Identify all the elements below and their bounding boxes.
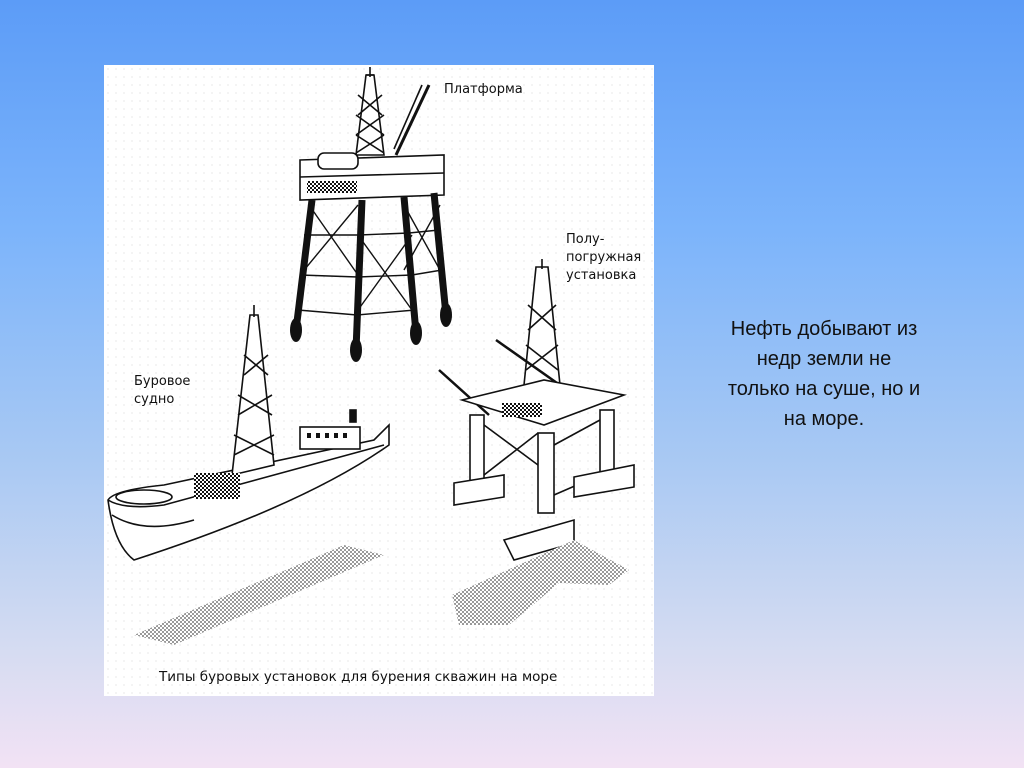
fixed-platform	[290, 67, 452, 362]
rig-illustration: Платформа Полу- погружная установка Буро…	[104, 65, 654, 696]
ship-shadow	[134, 545, 384, 645]
drill-ship	[107, 305, 390, 561]
label-semisubmersible: Полу- погружная установка	[566, 232, 642, 283]
semisub-shadow	[452, 540, 629, 625]
label-drill-ship: Буровое судно	[134, 374, 191, 407]
semi-submersible	[438, 259, 635, 561]
drilling-rigs-drawing	[107, 67, 635, 645]
figure-caption: Типы буровых установок для бурения скваж…	[159, 669, 558, 685]
label-platform: Платформа	[444, 82, 523, 97]
body-text: Нефть добывают из недр земли не только н…	[727, 318, 921, 430]
